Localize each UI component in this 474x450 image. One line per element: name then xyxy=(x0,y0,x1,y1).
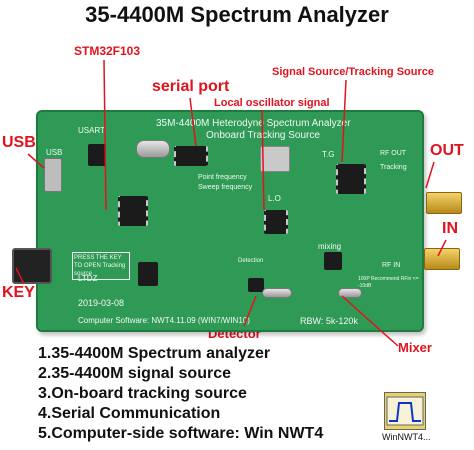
callout-key: KEY xyxy=(2,284,35,301)
board-label-recommend: 100P Recommend RFin <= -10dB xyxy=(358,276,419,289)
callout-local-oscillator: Local oscillator signal xyxy=(214,97,330,109)
board-label-rf-out: RF OUT xyxy=(380,150,407,157)
board-label-detection: Detection xyxy=(238,258,264,264)
winnwt4-tile-icon xyxy=(384,392,426,430)
callout-stm32: STM32F103 xyxy=(74,44,141,58)
feature-item: 4.Serial Communication xyxy=(38,405,221,422)
callout-in: IN xyxy=(442,220,458,237)
callout-serial-port: serial port xyxy=(152,78,230,95)
if-filter xyxy=(338,288,362,298)
page-title: 35-4400M Spectrum Analyzer xyxy=(85,2,389,27)
callout-signal-source: Signal Source/Tracking Source xyxy=(272,66,434,78)
board-label-software: Computer Software: NWT4.11.09 (WIN7/WIN1… xyxy=(78,316,250,325)
board-label-rbw: RBW: 5k-120k xyxy=(300,316,358,326)
feature-item: 5.Computer-side software: Win NWT4 xyxy=(38,425,324,442)
board-label-tg: T.G xyxy=(322,150,335,159)
board-label-mixing: mixing xyxy=(318,242,342,251)
rbw-filter xyxy=(262,288,292,298)
pcb-board: USART 35M-4400M Heterodyne Spectrum Anal… xyxy=(12,110,462,332)
callout-mixer: Mixer xyxy=(398,340,432,355)
callout-usb: USB xyxy=(2,134,36,151)
board-label-usart: USART xyxy=(78,126,105,135)
detector-chip xyxy=(248,278,264,292)
spectrum-graph-icon xyxy=(386,396,424,426)
board-title-line1: 35M-4400M Heterodyne Spectrum Analyzer xyxy=(156,118,351,129)
winnwt4-app-icon[interactable]: WinNWT4... xyxy=(382,392,431,446)
board-label-ltdz: LTDZ xyxy=(78,274,98,283)
board-label-rf-in: RF IN xyxy=(382,262,401,269)
board-label-press-key: PRESS THE KEY TO OPEN Tracking source xyxy=(72,252,130,280)
board-label-usb: USB xyxy=(46,148,63,157)
mixer-chip xyxy=(324,252,342,270)
serial-port-chip xyxy=(174,146,208,166)
usb-port[interactable] xyxy=(44,158,62,192)
tracking-source-shield xyxy=(260,146,290,172)
board-label-date: 2019-03-08 xyxy=(78,298,125,308)
feature-item: 3.On-board tracking source xyxy=(38,385,247,402)
sma-out-connector[interactable] xyxy=(426,192,462,214)
crystal-oscillator xyxy=(136,140,170,158)
feature-list: 1.35-4400M Spectrum analyzer 2.35-4400M … xyxy=(38,344,323,444)
feature-item: 2.35-4400M signal source xyxy=(38,365,231,382)
stm32f103-mcu xyxy=(118,196,148,226)
board-label-point-frequency: Point frequency xyxy=(198,174,247,181)
voltage-regulator-chip xyxy=(88,144,106,166)
board-label-sweep-frequency: Sweep frequency xyxy=(198,184,253,191)
power-chip xyxy=(138,262,158,286)
board-label-tracking: Tracking xyxy=(380,164,407,171)
feature-item: 1.35-4400M Spectrum analyzer xyxy=(38,345,271,362)
board-label-lo: L.O xyxy=(268,194,281,203)
callout-out: OUT xyxy=(430,142,464,159)
signal-source-chip xyxy=(336,164,366,194)
local-oscillator-chip xyxy=(264,210,288,234)
app-icon-label: WinNWT4... xyxy=(382,432,431,442)
tracking-key-button[interactable] xyxy=(12,248,52,284)
